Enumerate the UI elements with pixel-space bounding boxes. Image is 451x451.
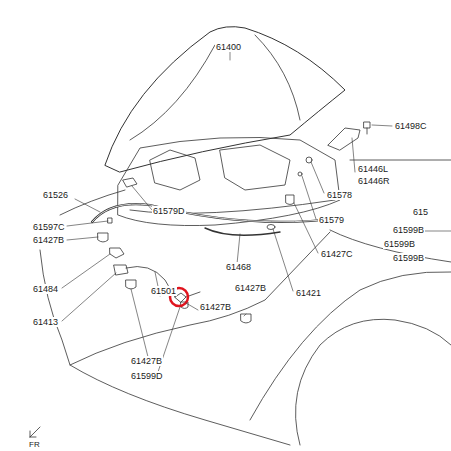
callout-number: 61599B bbox=[383, 239, 416, 249]
callout-number: 61501 bbox=[150, 286, 177, 296]
callout-number: 61579 bbox=[318, 215, 345, 225]
body-outline bbox=[350, 160, 451, 161]
clip bbox=[108, 218, 112, 223]
bolt bbox=[364, 122, 370, 134]
fender-line bbox=[250, 272, 451, 420]
bumper-rubber bbox=[98, 233, 108, 242]
callout-number: 61578 bbox=[326, 190, 353, 200]
callout-number: 61579D bbox=[152, 206, 186, 216]
body-outline bbox=[60, 190, 125, 215]
callout-number: 61427B bbox=[234, 283, 267, 293]
callout-number: 61413 bbox=[32, 317, 59, 327]
wheel-arch bbox=[296, 319, 451, 445]
clip bbox=[298, 172, 302, 176]
weatherstrip bbox=[92, 204, 340, 222]
hood-panel bbox=[105, 27, 345, 172]
callout-number: 61446L bbox=[357, 164, 389, 174]
callout-number: 61427B bbox=[130, 356, 163, 366]
callout-number: 61446R bbox=[357, 176, 391, 186]
body-outline bbox=[70, 232, 330, 365]
callout-number: 61427B bbox=[199, 302, 232, 312]
callout-number: 61400 bbox=[215, 42, 242, 52]
hood-hinge bbox=[328, 128, 360, 150]
lock-assembly bbox=[114, 265, 128, 275]
leader-lines bbox=[62, 52, 451, 372]
hood-inner-panel bbox=[150, 150, 200, 190]
hood-inner-panel bbox=[220, 145, 290, 190]
bumper-rubber bbox=[286, 195, 294, 205]
callout-number: 61597C bbox=[32, 222, 66, 232]
callout-number: 615 bbox=[412, 207, 429, 217]
callout-number: 61599B bbox=[392, 225, 425, 235]
callout-number: 61599D bbox=[130, 371, 164, 381]
bumper-rubber bbox=[126, 280, 136, 289]
front-arrow bbox=[30, 427, 40, 437]
weatherstrip bbox=[92, 204, 340, 222]
callout-number: 61484 bbox=[32, 284, 59, 294]
pad bbox=[123, 178, 137, 187]
bumper-rubber bbox=[241, 314, 251, 323]
hood-crease bbox=[130, 45, 215, 140]
hood-crease bbox=[255, 35, 300, 120]
callout-number: 61468 bbox=[225, 262, 252, 272]
direction-label: FR bbox=[28, 440, 41, 450]
hood-inner-panel bbox=[118, 137, 340, 225]
callout-number: 61427C bbox=[320, 249, 354, 259]
callout-number: 61599B bbox=[392, 253, 425, 263]
callout-number: 61427B bbox=[32, 235, 65, 245]
callout-number: 61526 bbox=[42, 190, 69, 200]
callout-number: 61498C bbox=[394, 121, 428, 131]
callout-number: 61421 bbox=[295, 288, 322, 298]
grommet bbox=[267, 225, 275, 230]
latch bbox=[110, 248, 124, 258]
